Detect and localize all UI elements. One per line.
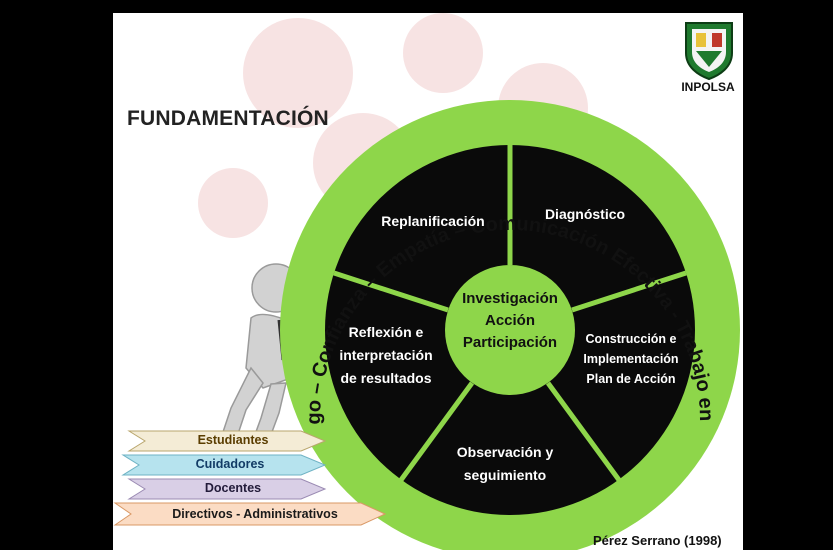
segment-diagnostico: Diagnóstico: [545, 206, 625, 222]
stakeholder-docentes: Docentes: [204, 481, 262, 495]
segment-dividers: [333, 145, 687, 482]
stakeholder-cuidadores: Cuidadores: [195, 457, 265, 471]
cycle-diagram: Liderazgo – Confianza – Empatía – Comuni…: [113, 13, 740, 550]
stakeholder-estudiantes: Estudiantes: [197, 433, 269, 447]
segment-replanificacion: Replanificación: [381, 213, 484, 229]
center-line-2: Acción: [485, 312, 535, 329]
stakeholder-arrows: [113, 430, 387, 526]
arrow-directivos: [113, 502, 387, 526]
logo-text: INPOLSA: [681, 80, 735, 94]
segment-reflexion-line-1: Reflexión e: [349, 324, 424, 340]
center-circle: [445, 265, 575, 395]
arrow-docentes: [127, 478, 327, 500]
arrow-cuidadores: [121, 454, 327, 476]
inpolsa-logo-icon: [685, 22, 733, 81]
segment-construccion-line-3: Plan de Acción: [586, 372, 675, 386]
segment-construccion-line-2: Implementación: [583, 352, 678, 366]
segment-reflexion-line-2: interpretación: [339, 347, 432, 363]
slide: FUNDAMENTACIÓN INPOLSA: [113, 13, 743, 550]
center-line-3: Participación: [463, 334, 557, 351]
citation: Pérez Serrano (1998): [593, 533, 722, 548]
segment-reflexion-line-3: de resultados: [340, 370, 431, 386]
stakeholder-directivos: Directivos - Administrativos: [172, 507, 338, 521]
arrow-estudiantes: [127, 430, 327, 452]
segment-observacion-line-2: seguimiento: [464, 467, 546, 483]
center-line-1: Investigación: [462, 290, 558, 307]
page-title: FUNDAMENTACIÓN: [127, 107, 329, 130]
segment-observacion-line-1: Observación y: [457, 444, 554, 460]
segment-construccion-line-1: Construcción e: [586, 332, 677, 346]
